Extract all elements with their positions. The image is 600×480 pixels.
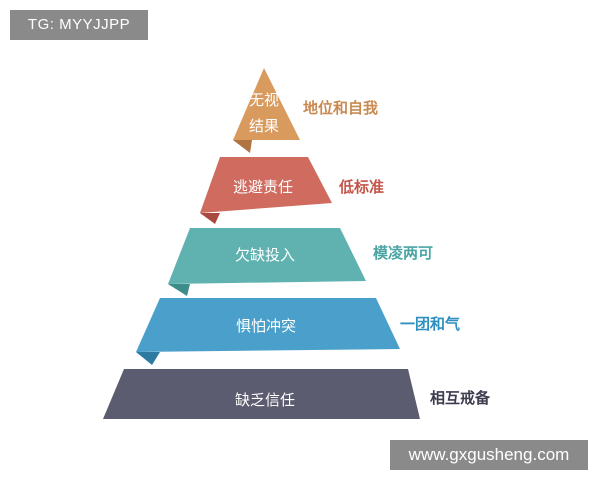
- pyramid-level-1: 无视 结果 地位和自我: [233, 68, 378, 153]
- pyramid-level-4: 惧怕冲突 一团和气: [136, 298, 460, 365]
- level-2-side-label: 低标准: [338, 178, 384, 196]
- pyramid-level-3: 欠缺投入 模凌两可: [168, 228, 433, 296]
- level-1-shape: [233, 68, 300, 140]
- level-4-side-label: 一团和气: [400, 315, 460, 333]
- level-1-label-line2: 结果: [249, 117, 279, 135]
- level-1-fold: [233, 140, 252, 153]
- watermark-site: www.gxgusheng.com: [390, 440, 588, 470]
- watermark-tag: TG: MYYJJPP: [10, 10, 148, 40]
- level-3-label: 欠缺投入: [235, 246, 295, 264]
- level-5-label: 缺乏信任: [235, 391, 295, 409]
- level-3-shape: [168, 228, 366, 284]
- level-1-side-label: 地位和自我: [303, 99, 378, 117]
- level-2-fold: [200, 213, 220, 224]
- level-2-label: 逃避责任: [233, 178, 293, 196]
- level-4-fold: [136, 352, 160, 365]
- level-3-fold: [168, 284, 190, 296]
- level-3-side-label: 模凌两可: [373, 244, 433, 262]
- level-4-shape: [136, 298, 400, 352]
- level-4-label: 惧怕冲突: [236, 317, 296, 335]
- level-1-label-line1: 无视: [249, 91, 279, 109]
- pyramid-level-2: 逃避责任 低标准: [200, 157, 384, 224]
- level-5-side-label: 相互戒备: [430, 389, 491, 407]
- level-2-shape: [200, 157, 332, 213]
- pyramid-level-5: 缺乏信任 相互戒备: [103, 369, 491, 419]
- level-5-shape: [103, 369, 420, 419]
